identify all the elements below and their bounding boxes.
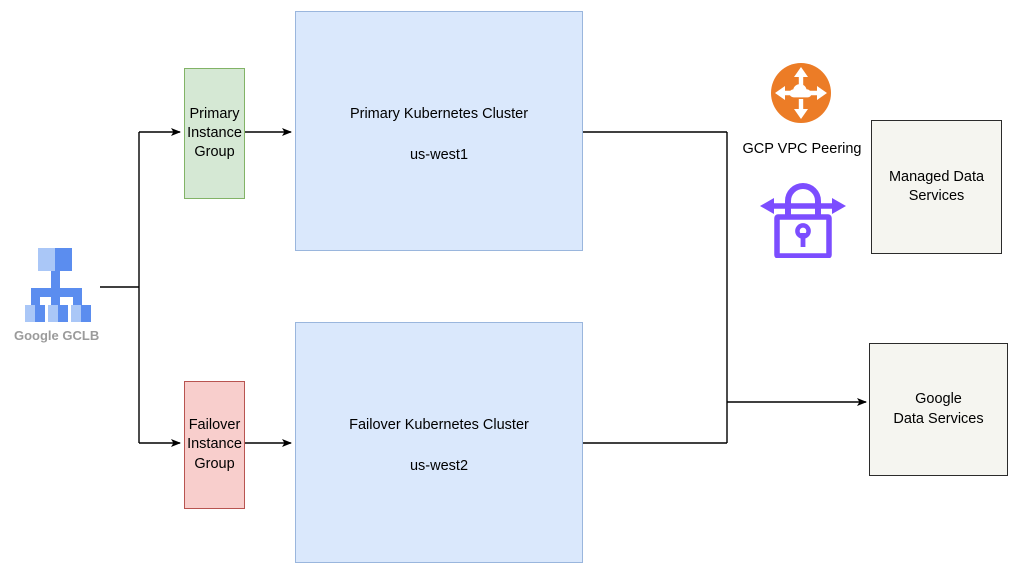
vpc-peering-label: GCP VPC Peering	[742, 141, 862, 157]
vpn-lock-icon	[758, 176, 848, 259]
managed-data-services-box[interactable]: Managed Data Services	[871, 120, 1002, 254]
failover-kubernetes-cluster-box[interactable]: Failover Kubernetes Cluster us-west2	[295, 322, 583, 563]
failover-ig-line1: Failover	[188, 417, 241, 434]
primary-ig-line3: Group	[194, 144, 235, 161]
vpc-peering-icon	[770, 62, 832, 124]
failover-cluster-name: Failover Kubernetes Cluster	[349, 417, 529, 433]
managed-data-services-line1: Managed Data	[888, 168, 985, 185]
failover-ig-line3: Group	[194, 455, 235, 472]
primary-ig-line2: Instance	[187, 124, 242, 141]
failover-ig-line2: Instance	[187, 436, 242, 453]
gclb-label: Google GCLB	[14, 328, 100, 343]
primary-cluster-region: us-west1	[409, 147, 469, 164]
primary-ig-line1: Primary	[189, 105, 240, 122]
managed-data-services-line2: Services	[908, 188, 965, 204]
google-cloud-load-balancer-icon	[24, 248, 96, 325]
failover-instance-group-box[interactable]: Failover Instance Group	[184, 381, 245, 509]
failover-cluster-region: us-west2	[409, 458, 469, 475]
google-data-services-line1: Google	[915, 391, 962, 408]
primary-cluster-name: Primary Kubernetes Cluster	[349, 106, 529, 122]
primary-kubernetes-cluster-box[interactable]: Primary Kubernetes Cluster us-west1	[295, 11, 583, 251]
google-data-services-line2: Data Services	[893, 410, 984, 427]
google-data-services-box[interactable]: Google Data Services	[869, 343, 1008, 476]
primary-instance-group-box[interactable]: Primary Instance Group	[184, 68, 245, 199]
